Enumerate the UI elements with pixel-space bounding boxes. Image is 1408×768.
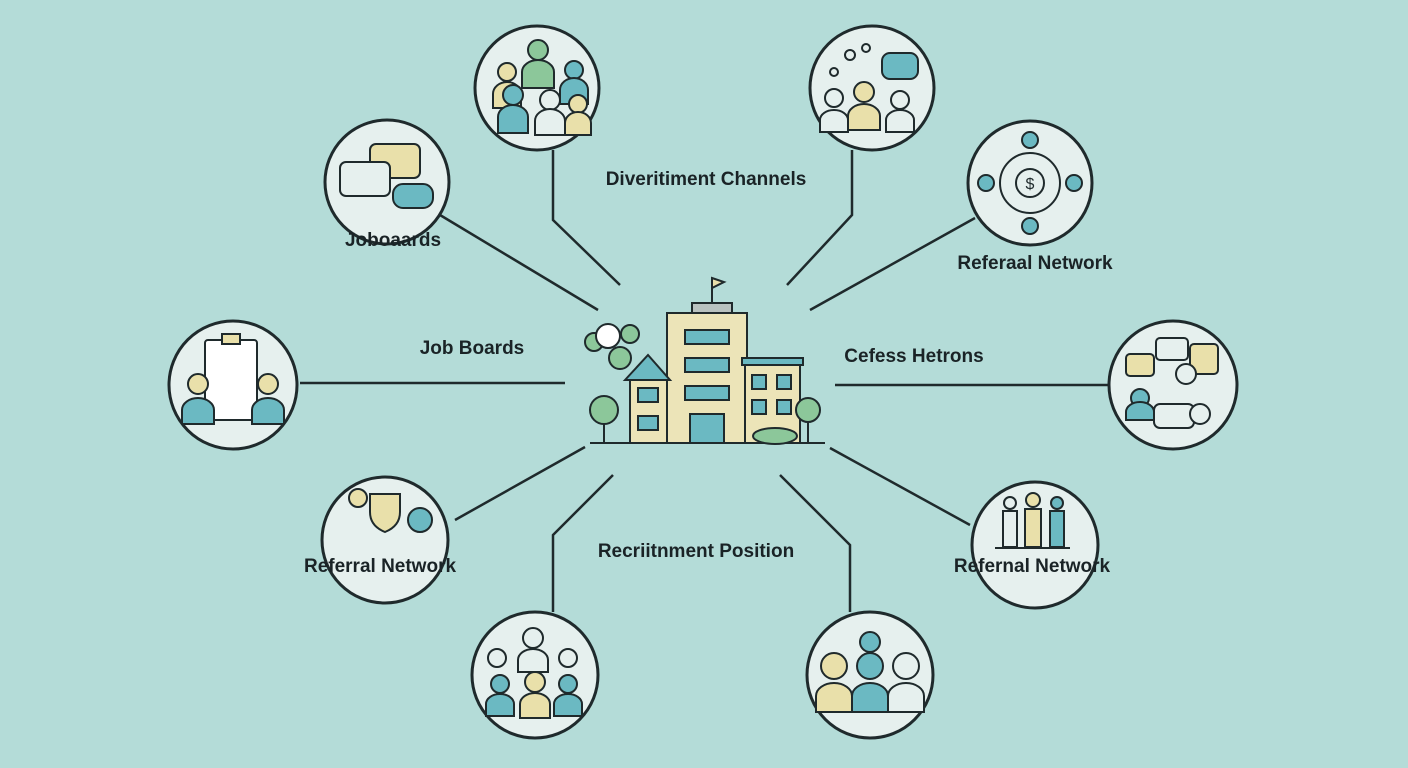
label-refernal-network: Refernal Network	[953, 556, 1111, 577]
discussion-group-icon	[819, 43, 919, 133]
label-referaal-network: Referaal Network	[957, 253, 1113, 274]
shield-badge-icon	[348, 488, 433, 534]
chat-bubbles-icon	[339, 143, 434, 209]
label-job-boards: Job Boards	[419, 338, 525, 359]
connector-lines	[300, 150, 1108, 612]
team-standing-icon	[995, 492, 1070, 549]
interview-people-icon	[815, 631, 925, 713]
label-recruitment-position: Recriitnment Position	[597, 541, 795, 562]
label-diveritiment-channels: Diveritiment Channels	[605, 169, 807, 190]
school-building-icon	[584, 276, 825, 445]
candidates-group-icon	[485, 627, 583, 719]
label-joboaards: Joboaards	[344, 230, 442, 251]
conversation-icon	[1125, 337, 1219, 429]
label-referral-network: Referral Network	[303, 556, 457, 577]
people-group-icon	[492, 39, 592, 136]
network-hub-icon: $	[977, 131, 1083, 235]
svg-text:$: $	[1026, 176, 1035, 193]
label-cefess-hetrons: Cefess Hetrons	[844, 346, 984, 367]
clipboard-interview-icon	[181, 333, 285, 425]
